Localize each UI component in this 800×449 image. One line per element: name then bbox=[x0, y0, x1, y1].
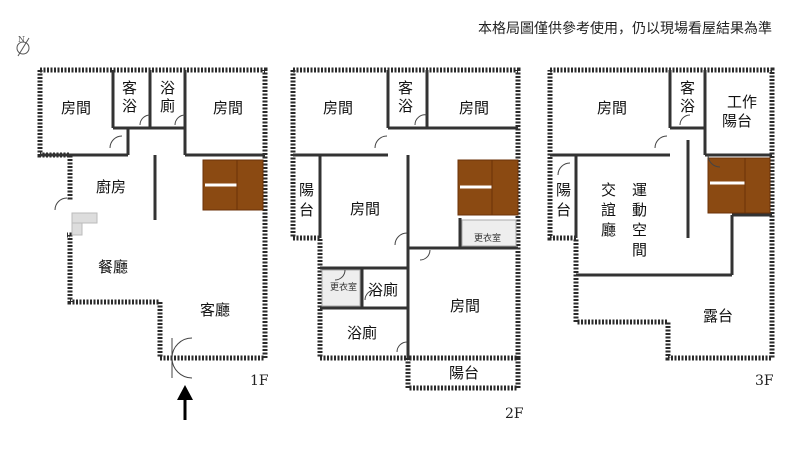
f2-guest-bath-char1: 客 bbox=[398, 79, 413, 97]
f1-living: 客廳 bbox=[200, 301, 230, 319]
f3-work-balcony-line1: 工作 bbox=[727, 93, 757, 111]
f3-lounge-char3: 廳 bbox=[601, 221, 616, 239]
compass-icon: N bbox=[16, 35, 30, 57]
f2-guest-bath-char2: 浴 bbox=[398, 97, 413, 115]
f2-closet-2: 更衣室 bbox=[330, 281, 357, 293]
f2-balcony-char1: 陽 bbox=[299, 181, 314, 199]
f3-work-balcony-line2: 陽台 bbox=[722, 112, 752, 130]
entrance-arrow-icon bbox=[177, 385, 193, 420]
f3-balcony-char1: 陽 bbox=[556, 181, 571, 199]
svg-text:N: N bbox=[18, 35, 25, 44]
f1-guest-bath-char2: 浴 bbox=[122, 97, 137, 115]
f3-lounge-char2: 誼 bbox=[601, 201, 616, 219]
f2-bath-1: 浴廁 bbox=[368, 281, 398, 299]
f2-balcony-char2: 台 bbox=[299, 201, 314, 219]
f3-gym-char1: 運 bbox=[632, 181, 647, 199]
f3-terrace: 露台 bbox=[703, 307, 733, 325]
f1-floor-label: 1F bbox=[250, 373, 269, 389]
f2-room-4: 房間 bbox=[450, 297, 480, 315]
f3-gym-char4: 間 bbox=[632, 241, 647, 259]
f1-bath-char2: 廁 bbox=[160, 97, 175, 115]
f2-floor-label: 2F bbox=[505, 406, 524, 422]
f2-room-1: 房間 bbox=[323, 99, 353, 117]
f3-guest-bath-char2: 浴 bbox=[680, 97, 695, 115]
f1-dining: 餐廳 bbox=[98, 258, 128, 276]
f1-guest-bath-char1: 客 bbox=[122, 79, 137, 97]
f1-kitchen: 廚房 bbox=[96, 178, 126, 196]
f3-guest-bath-char1: 客 bbox=[680, 79, 695, 97]
f3-room-1: 房間 bbox=[597, 99, 627, 117]
f2-closet-1: 更衣室 bbox=[474, 232, 501, 244]
f2-balcony-2: 陽台 bbox=[449, 364, 479, 382]
f2-bath-2: 浴廁 bbox=[347, 324, 377, 342]
disclaimer-notice: 本格局圖僅供參考使用，仍以現場看屋結果為準 bbox=[478, 21, 772, 37]
f2-room-3: 房間 bbox=[350, 200, 380, 218]
f3-gym-char3: 空 bbox=[632, 221, 647, 239]
f3-balcony-char2: 台 bbox=[556, 201, 571, 219]
floor-3-plan: 房間 客 浴 工作 陽台 陽 台 交 誼 廳 運 動 空 間 露台 3F bbox=[547, 67, 775, 389]
floor-2-plan: 房間 客 浴 房間 陽 台 房間 更衣室 更衣室 浴廁 浴廁 房間 陽台 2F bbox=[290, 67, 524, 422]
floor-1-plan: 房間 客 浴 浴 廁 房間 廚房 餐廳 客廳 1F bbox=[37, 67, 269, 420]
f1-room-2: 房間 bbox=[213, 99, 243, 117]
f1-room-1: 房間 bbox=[61, 99, 91, 117]
f1-bath-char1: 浴 bbox=[160, 79, 175, 97]
f3-floor-label: 3F bbox=[755, 373, 774, 389]
f3-lounge-char1: 交 bbox=[601, 181, 616, 199]
f3-gym-char2: 動 bbox=[632, 201, 647, 219]
f2-room-2: 房間 bbox=[459, 99, 489, 117]
